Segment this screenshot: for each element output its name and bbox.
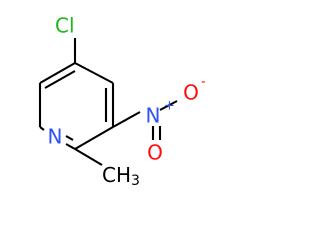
bond-c2-n1-inner <box>65 135 74 141</box>
oxygen-bottom-label: O <box>147 141 163 165</box>
bond-c6-c5-inner <box>44 70 76 89</box>
bond-c3-c2 <box>74 126 114 150</box>
methyl-subscript-3: 3 <box>131 173 140 189</box>
bond-c6-c5 <box>39 62 76 84</box>
nitro-nitrogen-label: N <box>146 104 161 128</box>
bond-c2-methyl <box>74 148 103 166</box>
chemical-structure: Cl N N + O - O CH3 <box>38 14 206 190</box>
methyl-group-label: CH3 <box>102 163 140 190</box>
bond-n1-c6 <box>39 126 45 131</box>
oxygen-top-label: O <box>183 81 199 105</box>
bond-nitro-n-o-top <box>159 100 178 111</box>
methyl-ch-text: CH <box>102 163 131 187</box>
nitro-nitrogen-plus-sign: + <box>164 99 175 114</box>
oxygen-top-minus-sign: - <box>201 75 206 90</box>
bond-c3-nitro-n <box>112 111 141 128</box>
ring-nitrogen-label: N <box>48 125 63 149</box>
chlorine-label: Cl <box>55 14 75 38</box>
bond-c2-n1 <box>65 143 76 150</box>
bond-c5-c4 <box>74 62 114 84</box>
